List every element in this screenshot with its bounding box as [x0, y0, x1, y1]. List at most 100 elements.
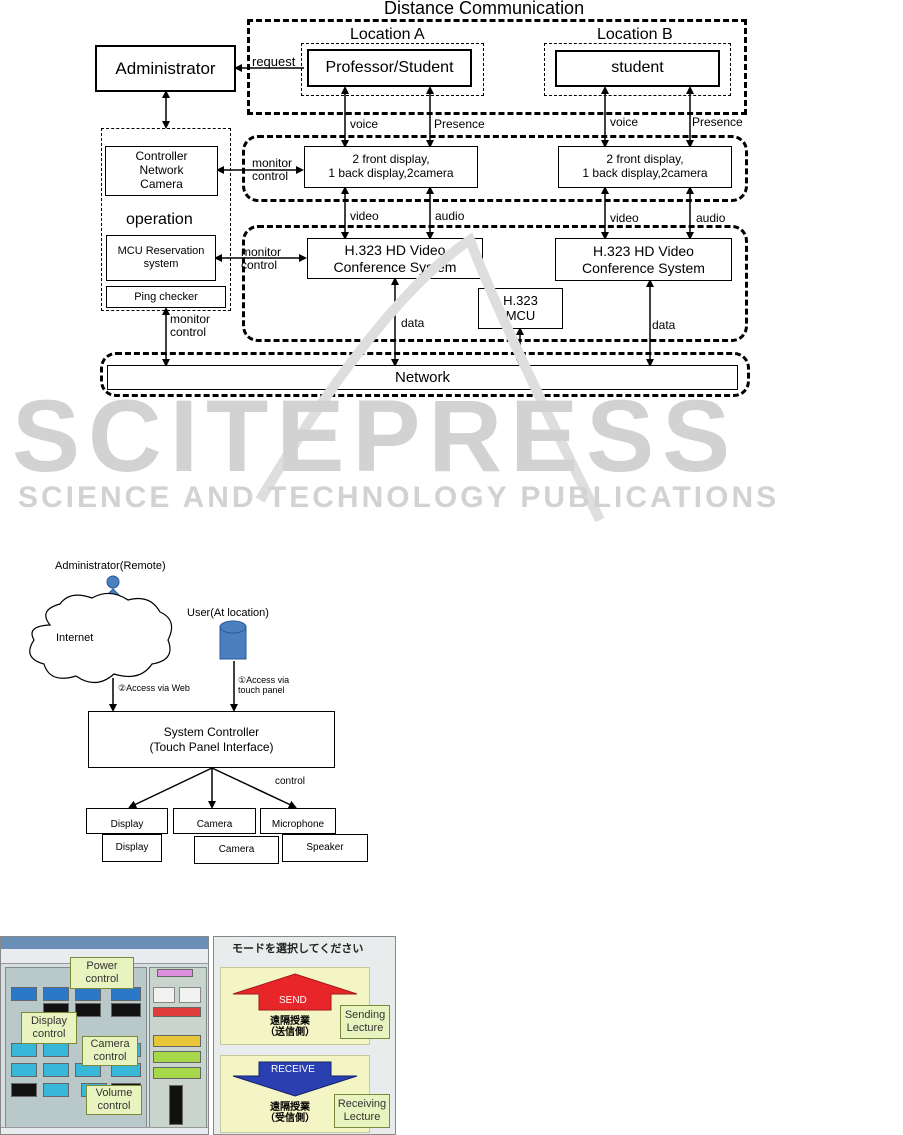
presence-b-label: Presence [692, 115, 743, 129]
sending-line-2: Lecture [346, 1022, 384, 1034]
receive-label: RECEIVE [271, 1064, 315, 1075]
audio-tile-2[interactable] [43, 1083, 69, 1097]
vc-b-line-2: Conference System [582, 259, 705, 276]
camera-tile-2[interactable] [43, 1043, 69, 1057]
microphone-label: Microphone [271, 819, 325, 830]
send-arrow-icon [232, 973, 358, 1011]
display-a-line-1: 2 front display, [352, 152, 430, 167]
student-label: student [611, 59, 664, 77]
voice-a-label: voice [350, 117, 379, 131]
volume-control-callout: Volume control [86, 1085, 142, 1115]
monitor-control-1: monitor control [252, 156, 293, 184]
receiving-lecture-callout: Receiving Lecture [334, 1094, 390, 1128]
internet-label: Internet [56, 632, 94, 644]
video-a-label: video [350, 209, 379, 223]
display-control-line-1: Display [30, 1015, 68, 1028]
sending-line-1: Sending [344, 1009, 386, 1022]
display-tile-2[interactable] [111, 987, 141, 1001]
camera-front-label: Camera [218, 844, 255, 855]
watermark-publications: SCIENCE AND TECHNOLOGY PUBLICATIONS [18, 481, 780, 514]
side-tile-yellow[interactable] [153, 1035, 201, 1047]
side-tile-green-1[interactable] [153, 1051, 201, 1063]
distance-communication-group [247, 19, 747, 115]
system-controller-line-2: (Touch Panel Interface) [149, 739, 274, 754]
professor-student-label: Professor/Student [325, 58, 454, 76]
camera-control-line-2: control [93, 1051, 127, 1063]
speaker-label: Speaker [306, 842, 344, 853]
camera-tile-1[interactable] [11, 1043, 37, 1057]
watermark-scitepress: SCITEPRESS [12, 379, 739, 493]
power-control-line-2: control [85, 973, 119, 985]
arrow-control-display [128, 767, 213, 809]
side-tile-green-2[interactable] [153, 1067, 201, 1079]
display-front-label: Display [115, 842, 149, 853]
volume-slider[interactable] [169, 1085, 183, 1125]
request-label: request [252, 54, 296, 69]
input-tile-3[interactable] [111, 1003, 141, 1017]
camera-control-callout: Camera control [82, 1036, 138, 1066]
projector-tile-2[interactable] [43, 987, 69, 1001]
video-b-label: video [610, 211, 639, 225]
projector-tile-1[interactable] [11, 987, 37, 1001]
access-touch-line-1: ①Access via [238, 675, 290, 685]
controller-line-1: Controller [135, 149, 188, 164]
send-label: SEND [279, 995, 307, 1006]
camera-control-line-1: Camera [90, 1038, 130, 1051]
controller-line-2: Network [139, 163, 184, 178]
access-touch-label: ①Access via touch panel [238, 675, 290, 696]
student-box: student [555, 50, 720, 87]
send-jp-line-1: 遠隔授業 [270, 1016, 310, 1027]
operation-label: operation [126, 211, 193, 228]
location-b-group [544, 43, 731, 96]
user-person-icon [219, 620, 247, 660]
control-1-label: control [252, 169, 289, 184]
input-tile-2[interactable] [75, 1003, 101, 1017]
preset-tile-1[interactable] [11, 1063, 37, 1077]
distance-communication-title: Distance Communication [384, 0, 585, 18]
administrator-box: Administrator [95, 45, 236, 92]
access-web-label: ②Access via Web [118, 683, 190, 693]
receiving-line-1: Receiving [337, 1098, 387, 1111]
receive-jp-line-1: 遠隔授業 [270, 1102, 310, 1113]
audio-tile-1[interactable] [11, 1083, 37, 1097]
microphone-box: Microphone [260, 808, 336, 834]
admin-remote-label: Administrator(Remote) [55, 560, 166, 572]
vc-b-line-1: H.323 HD Video [593, 243, 694, 260]
display-tile-1[interactable] [75, 987, 101, 1001]
camera-front-box: Camera [194, 836, 279, 864]
side-tile-red[interactable] [153, 1007, 201, 1017]
receive-jp-line-2: （受信側） [265, 1113, 315, 1124]
display-control-line-2: control [32, 1028, 66, 1040]
side-tile-1[interactable] [153, 987, 175, 1003]
controller-line-3: Camera [140, 176, 183, 191]
system-controller-box: System Controller (Touch Panel Interface… [88, 711, 335, 768]
location-a-group [301, 43, 484, 96]
display-back-label: Display [110, 819, 144, 830]
receiving-line-2: Lecture [343, 1111, 381, 1123]
display-front-box: Display [102, 834, 162, 862]
volume-control-line-2: control [97, 1100, 131, 1112]
send-jp-line-2: （送信側） [265, 1027, 315, 1038]
display-b-line-2: 1 back display,2camera [582, 166, 708, 180]
display-b-box: 2 front display, 1 back display,2camera [558, 146, 732, 188]
ping-checker-label: Ping checker [134, 290, 198, 303]
monitor-1-label: monitor [252, 156, 293, 170]
send-jp-label: 遠隔授業 （送信側） [265, 1016, 315, 1038]
power-tile[interactable] [157, 969, 193, 977]
receive-arrow-icon [232, 1061, 358, 1097]
receive-jp-label: 遠隔授業 （受信側） [265, 1102, 315, 1124]
fig2-graphics [29, 575, 297, 809]
mode-title: モードを選択してください [232, 943, 364, 955]
display-control-callout: Display control [21, 1012, 77, 1044]
camera-back-label: Camera [196, 819, 233, 830]
professor-student-box: Professor/Student [307, 49, 472, 87]
presence-a-label: Presence [434, 117, 485, 131]
data-b-label: data [652, 318, 676, 332]
preset-tile-2[interactable] [43, 1063, 69, 1077]
display-a-box: 2 front display, 1 back display,2camera [304, 146, 478, 188]
location-b-label: Location B [597, 26, 673, 43]
power-control-callout: Power control [70, 957, 134, 989]
sending-lecture-callout: Sending Lecture [340, 1005, 390, 1039]
side-tile-2[interactable] [179, 987, 201, 1003]
camera-back-box: Camera [173, 808, 256, 834]
